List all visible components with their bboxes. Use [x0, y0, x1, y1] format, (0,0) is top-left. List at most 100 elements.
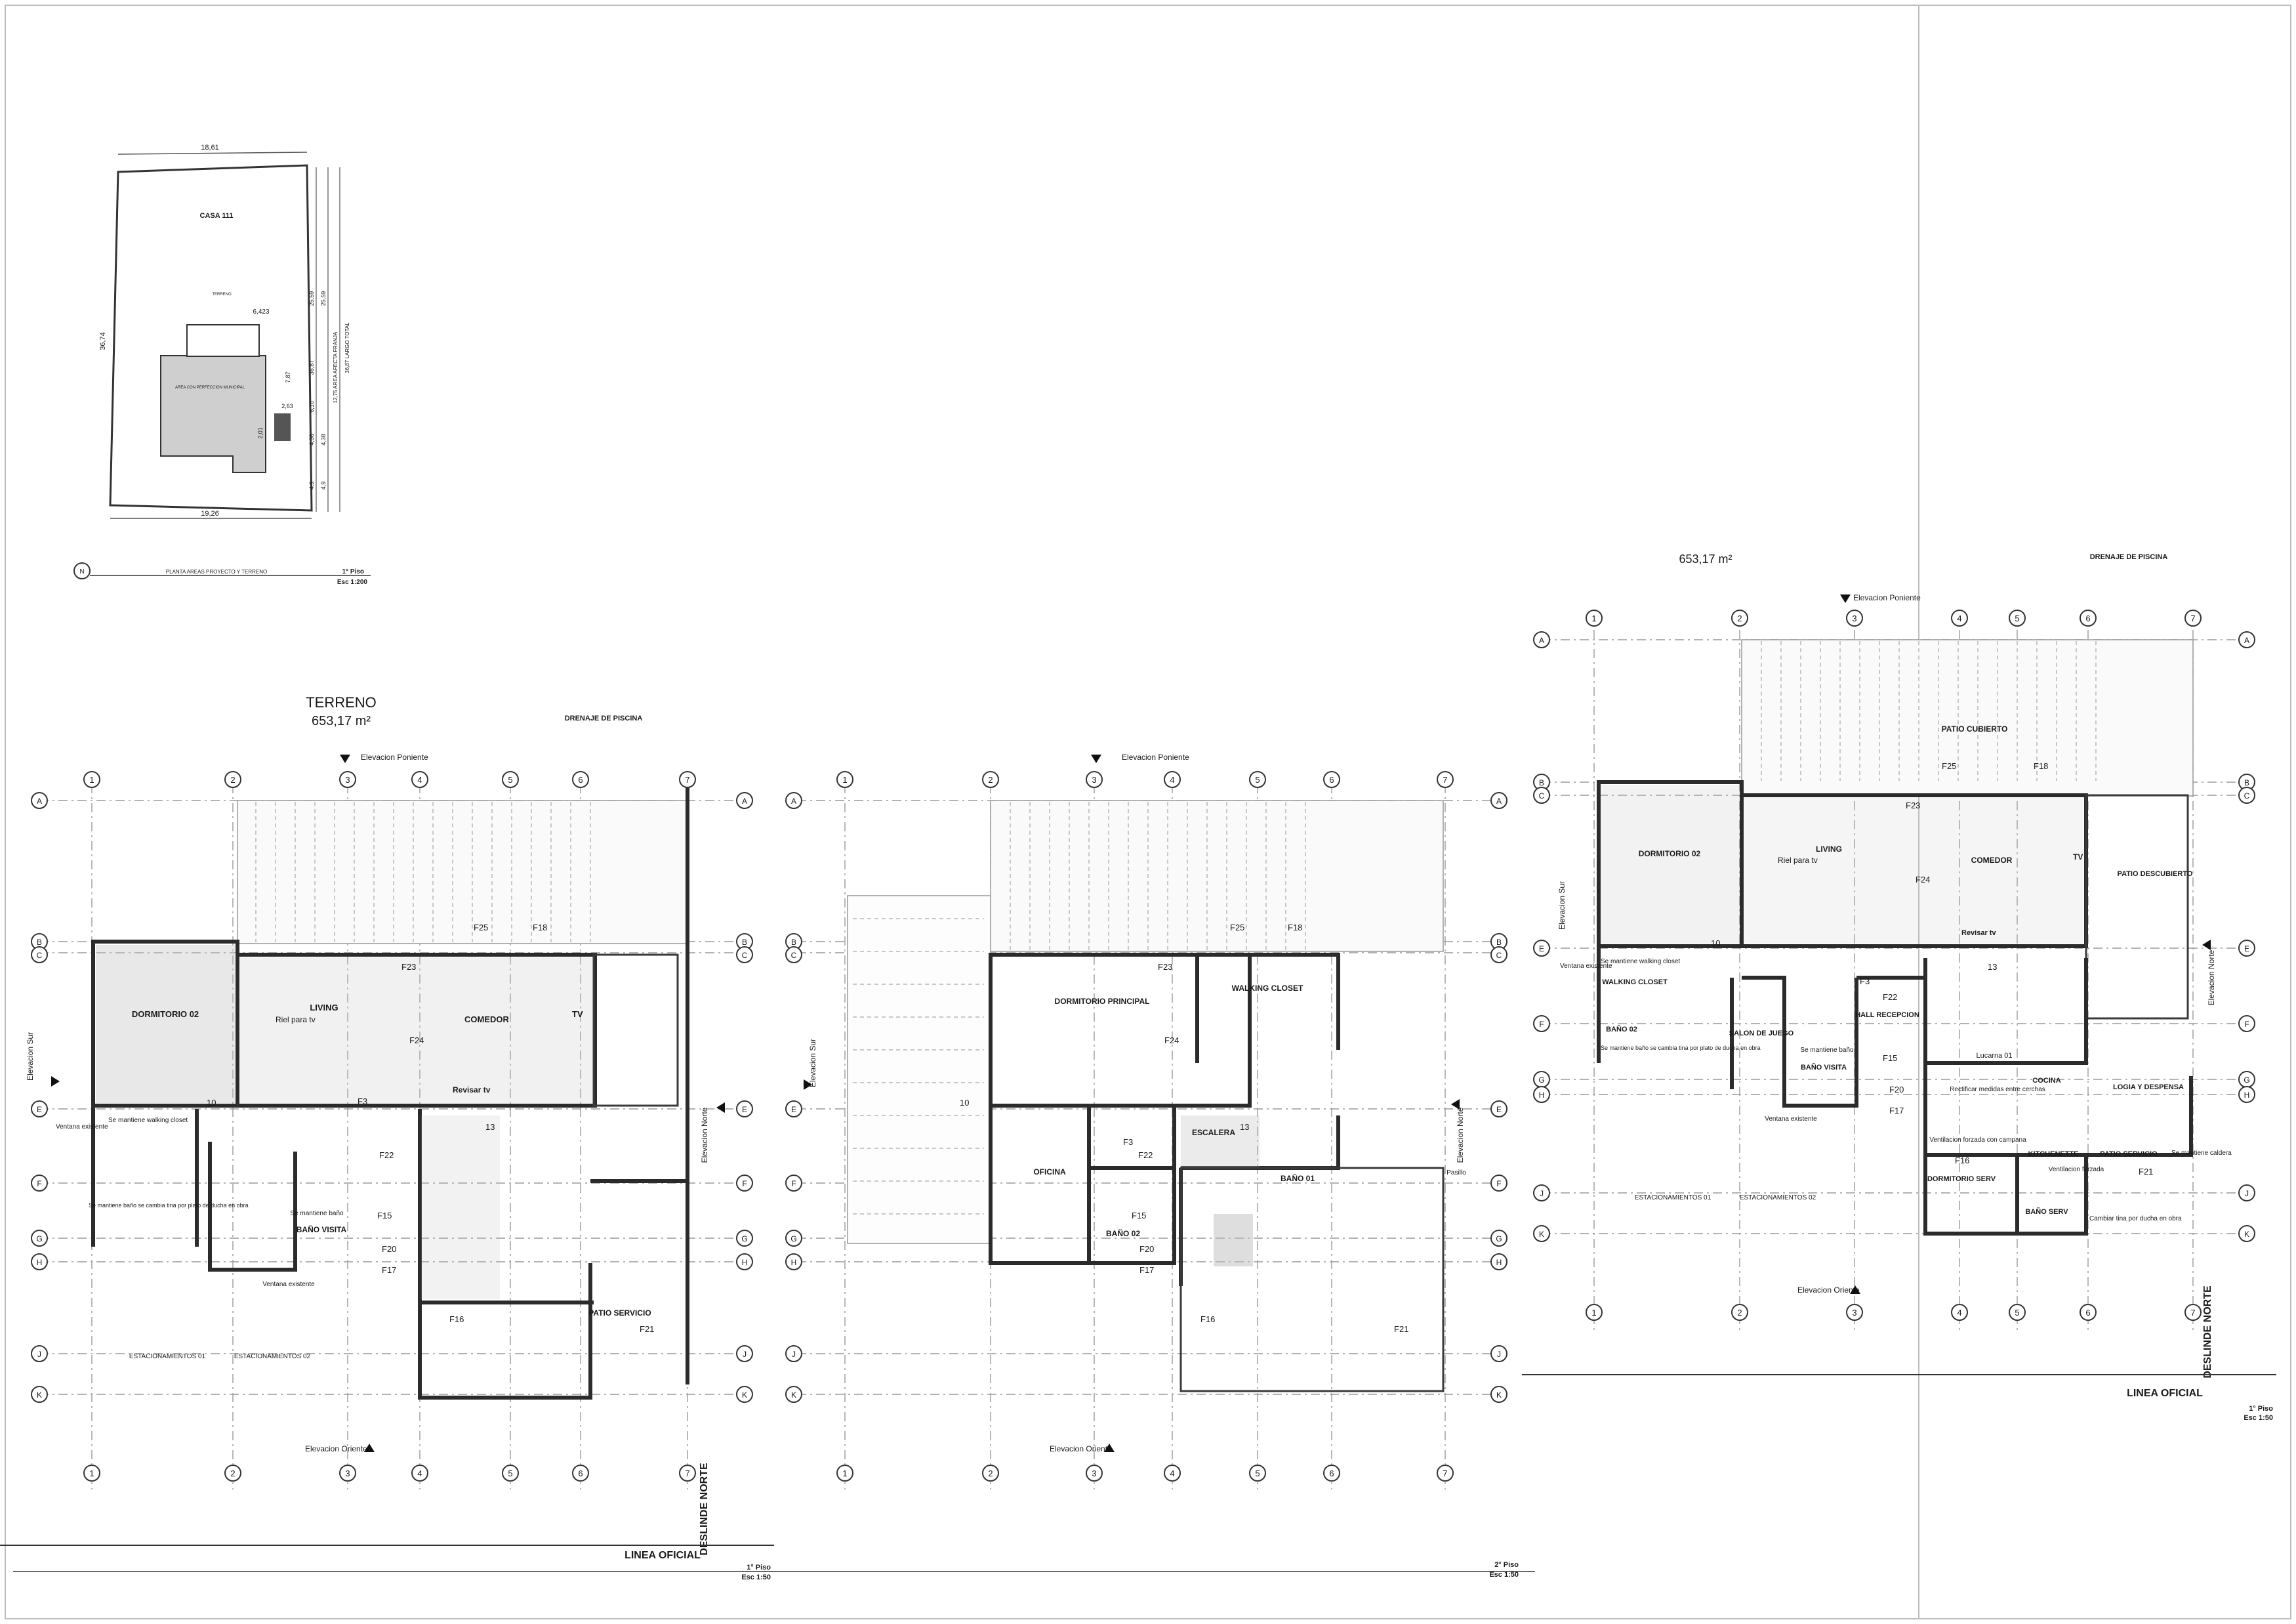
plan3-room-bano02: BAÑO 02	[1606, 1025, 1637, 1033]
svg-text:4: 4	[417, 1468, 422, 1478]
plan1-area: 653,17 m²	[312, 714, 371, 728]
svg-text:K: K	[1539, 1230, 1544, 1239]
plan2-marker-f24: F24	[1164, 1035, 1179, 1045]
svg-text:6: 6	[2085, 1308, 2090, 1318]
plan3-roof-joists	[1761, 641, 2097, 781]
svg-text:4: 4	[417, 775, 422, 785]
plan1-note-5: Se mantiene baño se cambia tina por plat…	[89, 1202, 249, 1209]
plan3-note-10: Se mantiene baño se cambia tina por plat…	[1601, 1045, 1761, 1051]
site-right-dim-8: 4,9	[320, 482, 327, 490]
svg-text:A: A	[37, 797, 42, 806]
svg-text:7: 7	[685, 1468, 689, 1478]
plan2-roof-west	[847, 895, 991, 1244]
plan3-room-parking2: ESTACIONAMIENTOS 02	[1740, 1194, 1816, 1201]
svg-text:J: J	[2245, 1189, 2249, 1198]
plan3-drainage: DRENAJE DE PISCINA	[2090, 553, 2168, 561]
footer-scale2: Esc 1:50	[1489, 1571, 1519, 1579]
svg-text:B: B	[742, 938, 747, 947]
plan1-marker-f25: F25	[474, 923, 488, 932]
plan1-stair-hatch	[421, 1115, 500, 1299]
svg-text:H: H	[742, 1258, 748, 1267]
svg-text:K: K	[2244, 1230, 2249, 1239]
site-plan: 18,61 19,26 36,74 CASA 111 TERRENO AREA …	[73, 144, 371, 586]
svg-text:B: B	[1496, 938, 1502, 947]
plan2-room-bano02: BAÑO 02	[1106, 1228, 1140, 1238]
plan3-riel-tv: Riel para tv	[1778, 856, 1818, 865]
svg-text:H: H	[2244, 1091, 2250, 1100]
site-inner-dim-2: 7,87	[285, 371, 291, 383]
plan2-stair-hatch	[1181, 1115, 1260, 1168]
plan1-north: Elevacion Poniente	[361, 753, 428, 762]
svg-text:H: H	[1496, 1258, 1502, 1267]
svg-text:H: H	[791, 1258, 797, 1267]
svg-text:4: 4	[1957, 1308, 1961, 1318]
plan1-marker-f21: F21	[640, 1324, 654, 1334]
plan1-room-dorm: DORMITORIO 02	[132, 1009, 199, 1019]
site-inner-dim-4: 2,01	[257, 427, 264, 439]
site-terrain-label: TERRENO	[212, 293, 232, 297]
svg-text:4: 4	[1170, 775, 1174, 785]
plan1-note-4: Ventana existente	[262, 1281, 315, 1288]
footer-scale3: Esc 1:50	[2244, 1414, 2273, 1422]
plan3-marker-13: 13	[1988, 962, 1997, 972]
svg-text:E: E	[742, 1105, 747, 1114]
plan3-marker-f25: F25	[1942, 761, 1956, 771]
svg-text:E: E	[1496, 1105, 1502, 1114]
site-north-marker	[73, 562, 91, 579]
plan3-room-patio-servicio: PATIO SERVICIO	[2100, 1150, 2158, 1158]
svg-text:F: F	[742, 1179, 747, 1188]
plan2-room-oficina: OFICINA	[1033, 1167, 1066, 1176]
plan3-marker-f18: F18	[2034, 761, 2048, 771]
plan1-marker-13: 13	[485, 1122, 495, 1132]
svg-text:K: K	[742, 1390, 747, 1400]
plan3-marker-10: 10	[1711, 938, 1720, 948]
svg-text:A: A	[791, 797, 796, 806]
site-right-dim-3: 36,87	[308, 360, 315, 375]
plan3-note-5: Rectificar medidas entre cerchas	[1950, 1086, 2045, 1093]
plan3-room-walking-closet: WALKING CLOSET	[1602, 978, 1668, 986]
plan3-marker-f15: F15	[1883, 1053, 1897, 1063]
svg-text:5: 5	[2015, 614, 2019, 623]
plan3-room-tv: TV	[2073, 852, 2083, 862]
plan3-note-4: Se mantiene baño	[1800, 1047, 1854, 1054]
plan1-riel-tv: Riel para tv	[276, 1015, 316, 1024]
svg-text:F: F	[1539, 1020, 1544, 1029]
plan3-marker-f24: F24	[1916, 875, 1930, 885]
svg-text:2: 2	[1737, 614, 1742, 623]
svg-text:1: 1	[842, 775, 847, 785]
site-right-dim-5: 4,38	[308, 434, 315, 446]
plan3-marker-f17: F17	[1889, 1106, 1904, 1115]
svg-text:1: 1	[842, 1468, 847, 1478]
svg-text:J: J	[1540, 1189, 1544, 1198]
plan1-walls	[91, 784, 689, 1400]
plan2-walls	[989, 953, 1445, 1392]
plan2-col-bubbles-top: 1 2 3 4 5 6 7	[836, 771, 1454, 788]
svg-text:E: E	[2244, 944, 2249, 953]
plan2-marker-f22: F22	[1138, 1150, 1153, 1160]
svg-text:B: B	[37, 938, 42, 947]
svg-text:3: 3	[1852, 1308, 1856, 1318]
svg-text:E: E	[791, 1105, 796, 1114]
plan3-note-9: Cambiar tina por ducha en obra	[2089, 1215, 2182, 1222]
plan2-col-bubbles-bottom: 1 2 3 4 5 6 7	[836, 1465, 1454, 1482]
plan1-marker-f20: F20	[382, 1244, 396, 1254]
svg-text:5: 5	[1255, 775, 1260, 785]
plan1-boundary: DESLINDE NORTE	[699, 1463, 710, 1556]
svg-text:7: 7	[685, 775, 689, 785]
footer-floor2: 2° Piso	[1494, 1561, 1519, 1569]
plan2-west: Elevacion Sur	[808, 1039, 817, 1087]
plan1-roof-area	[237, 800, 688, 944]
svg-text:F: F	[37, 1179, 41, 1188]
svg-text:C: C	[37, 951, 43, 960]
sheet-footer: 1° Piso Esc 1:50 2° Piso Esc 1:50 1° Pis…	[13, 1405, 2273, 1581]
plan3-note-2: Ventana existente	[1560, 963, 1612, 970]
plan3-living-hatch	[1744, 798, 2083, 944]
plan3-room-hall: HALL RECEPCION	[1855, 1011, 1919, 1019]
plan2-marker-f25: F25	[1230, 923, 1244, 932]
svg-text:4: 4	[1957, 614, 1961, 623]
plan1-north-arrow	[340, 755, 350, 763]
plan2-north: Elevacion Poniente	[1122, 753, 1189, 762]
plan2-room-walking-closet: WALKING CLOSET	[1232, 984, 1303, 993]
plan3-col-bubbles-top: 1 2 3 4 5 6 7	[1586, 610, 2202, 627]
plan3-room-patio-cubierto: PATIO CUBIERTO	[1942, 724, 2008, 734]
